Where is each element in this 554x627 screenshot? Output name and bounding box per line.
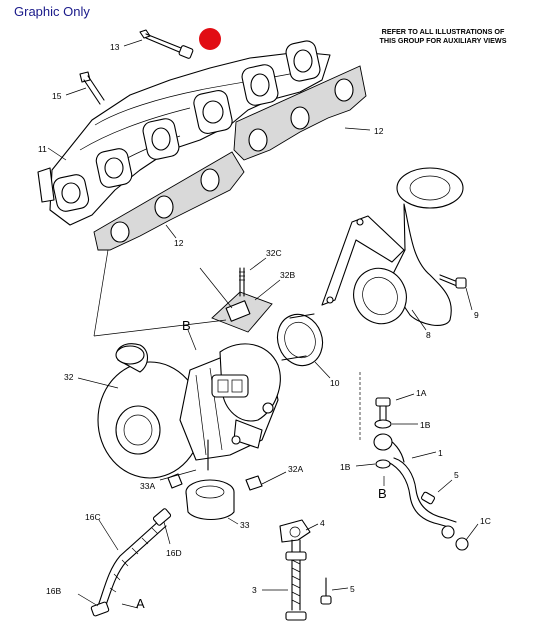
wastegate-actuator[interactable] — [185, 479, 235, 521]
bolt-5-lower[interactable] — [320, 577, 332, 605]
callout-1: 1 — [438, 448, 443, 458]
exhaust-manifold[interactable] — [37, 39, 331, 226]
manifold-gasket-lower[interactable] — [93, 151, 245, 251]
callout-16c: 16C — [85, 512, 101, 522]
callout-9: 9 — [474, 310, 479, 320]
note-line-2: THIS GROUP FOR AUXILIARY VIEWS — [379, 36, 507, 45]
view-letter-b-line: B — [378, 486, 387, 501]
bolt-15[interactable] — [79, 71, 105, 105]
graphic-only-label: Graphic Only — [14, 4, 90, 19]
callout-16d: 16D — [166, 548, 182, 558]
fitting-5-upper[interactable] — [420, 491, 436, 505]
washer-1b-top[interactable] — [374, 419, 392, 429]
fitting-33a[interactable] — [167, 473, 183, 489]
bolt-13[interactable] — [139, 29, 194, 59]
callout-1b-side: 1B — [340, 462, 351, 472]
callout-33: 33 — [240, 520, 250, 530]
callout-32b: 32B — [280, 270, 295, 280]
callout-8: 8 — [426, 330, 431, 340]
callout-4: 4 — [320, 518, 325, 528]
fitting-1c[interactable] — [441, 525, 469, 551]
clamp-ring[interactable] — [270, 308, 329, 372]
red-marker-dot[interactable] — [199, 28, 221, 50]
callout-5-lower: 5 — [350, 584, 355, 594]
view-letter-a-line: A — [136, 596, 145, 611]
washer-1b-bottom[interactable] — [375, 459, 391, 469]
oil-drain-pipe[interactable] — [90, 508, 172, 617]
callout-32a: 32A — [288, 464, 303, 474]
callout-10: 10 — [330, 378, 340, 388]
callout-3: 3 — [252, 585, 257, 595]
banjo-bolt-1a[interactable] — [375, 397, 391, 421]
banjo-fitting[interactable] — [373, 433, 393, 451]
view-letters: B B A — [136, 318, 387, 611]
turbo-outlet-elbow[interactable] — [321, 167, 464, 332]
callout-1a: 1A — [416, 388, 427, 398]
callout-32: 32 — [64, 372, 74, 382]
turbo-gasket-32b[interactable] — [211, 291, 273, 333]
callout-1b-top: 1B — [420, 420, 431, 430]
note-line-1: REFER TO ALL ILLUSTRATIONS OF — [381, 27, 505, 36]
callout-12-lower: 12 — [174, 238, 184, 248]
oil-feed-line[interactable] — [381, 435, 457, 529]
stud-32c[interactable] — [239, 267, 245, 297]
callout-labels: 13 15 11 12 12 32C 32B 9 8 10 32 33A 32A… — [38, 42, 491, 596]
bolt-9[interactable] — [439, 274, 467, 289]
fitting-32a[interactable] — [245, 475, 263, 491]
callout-32c: 32C — [266, 248, 282, 258]
callout-12-upper: 12 — [374, 126, 384, 136]
callout-1c: 1C — [480, 516, 491, 526]
callout-15: 15 — [52, 91, 62, 101]
turbocharger[interactable] — [97, 343, 281, 479]
manifold-gasket-upper[interactable] — [233, 65, 367, 161]
leader-lines — [47, 39, 479, 609]
callout-5-upper: 5 — [454, 470, 459, 480]
callout-11: 11 — [38, 144, 47, 154]
view-letter-b-turbo: B — [182, 318, 191, 333]
callout-16b: 16B — [46, 586, 61, 596]
oil-return-line[interactable] — [279, 519, 311, 621]
callout-33a: 33A — [140, 481, 155, 491]
auxiliary-views-note: REFER TO ALL ILLUSTRATIONS OF THIS GROUP… — [358, 27, 528, 45]
callout-13: 13 — [110, 42, 120, 52]
